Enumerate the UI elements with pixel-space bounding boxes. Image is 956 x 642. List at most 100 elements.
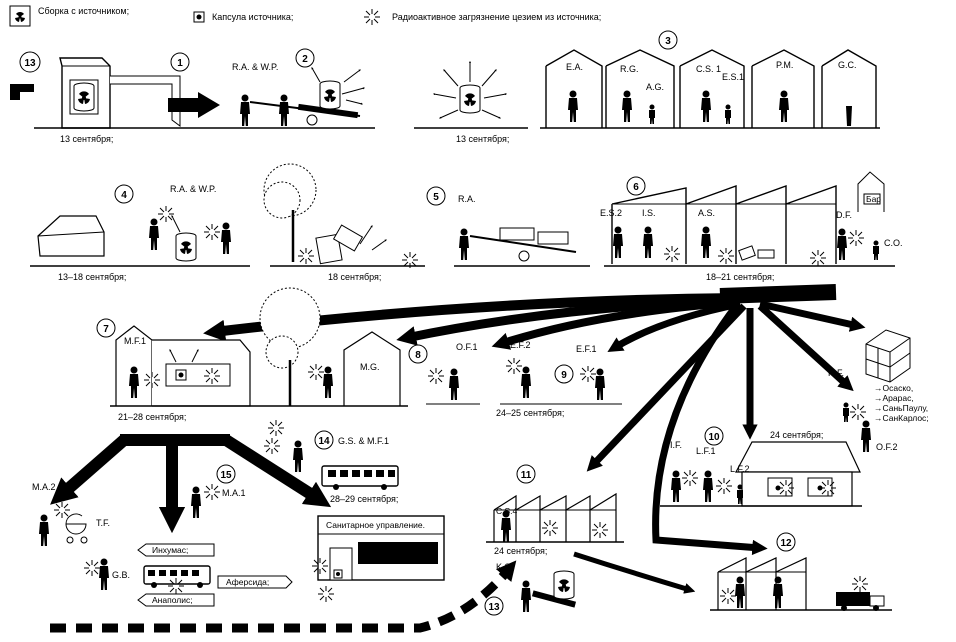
sign-text: Анаполис; [152, 595, 193, 605]
person-label: R.A. [458, 194, 476, 204]
scene-number: 14 [318, 436, 330, 447]
scene-8-9-people: 8 O.F.1 E.F.2 9 E.F.1 24–25 сентября; [408, 340, 622, 418]
scene-13-machine: 13 1 13 сентября; [10, 51, 230, 144]
scene-number: 11 [521, 470, 532, 481]
person-label: D.F. [836, 210, 852, 220]
date-label: 13–18 сентября; [58, 272, 126, 282]
scene-10-house: 10 24 сентября; I.F. L.F.1 L.F.2 [660, 426, 862, 507]
person-label: M.F.1 [124, 336, 146, 346]
person-label: R.G. [620, 64, 639, 74]
person-label: O.F.2 [876, 442, 898, 452]
person-label: I.F. [670, 440, 682, 450]
aferesida-sign: Аферсида; [217, 575, 293, 589]
sanitary-sign: Санитарное управление. [326, 520, 425, 530]
scene-3-houses: 3 E.A. R.G. A.G. C.S. 1 E.S.1 P.M. G.C. [540, 30, 880, 129]
person-label: O.F.1 [456, 342, 478, 352]
person-label: E.S.1 [722, 72, 744, 82]
scene-number: 3 [665, 36, 671, 47]
scene-12-junkyard: 12 [710, 532, 892, 611]
scene-sanitary: Санитарное управление. [311, 515, 445, 603]
scene-number: 13 [24, 58, 36, 69]
person-label: L.F.2 [730, 464, 750, 474]
person-label: A.G. [646, 82, 664, 92]
pram-icon [65, 513, 88, 544]
person-label: E.F.2 [510, 340, 531, 350]
person-label: M.A.1 [222, 488, 246, 498]
person-label: G.S. & M.F.1 [338, 436, 389, 446]
destination: →СанКарлос; [874, 413, 929, 423]
destination: →Арарас, [874, 393, 914, 403]
scene-hf-destinations: H.F. →Осаско, →Арарас, →СаньПаулу, →СанК… [828, 329, 929, 452]
bar-sign: Бар [866, 194, 881, 204]
person-label: R.A. & W.P. [232, 62, 278, 72]
person-label: I.S. [642, 208, 656, 218]
person-label: L.F.1 [696, 446, 716, 456]
scene-number: 2 [302, 54, 308, 65]
person-label: H.F. [828, 368, 844, 378]
bus-icon [143, 565, 211, 588]
date-label: 24 сентября; [494, 546, 547, 556]
legend-contamination: Радиоактивное загрязнение цезием из исто… [392, 12, 601, 22]
date-label: 13 сентября; [60, 134, 113, 144]
scene-6-junkyard: 6 E.S.2 I.S. A.S. D.F. Бар C.O. 18–21 се… [600, 171, 903, 282]
person-label: R.A. & W.P. [170, 184, 216, 194]
lower-left-arrows [50, 434, 332, 534]
person-label: G.B. [112, 570, 130, 580]
person-label: E.S.2 [600, 208, 622, 218]
source-drum-icon [319, 80, 341, 110]
date-label: 21–28 сентября; [118, 412, 186, 422]
date-label: 18 сентября; [328, 272, 381, 282]
sign-text: Инхумас; [152, 545, 188, 555]
person-label: C.O. [884, 238, 903, 248]
legend: Сборка с источником; Капсула источника; … [9, 5, 601, 27]
source-capsule-icon [193, 11, 205, 23]
contamination-burst-icon [363, 8, 381, 26]
sign-text: Аферсида; [226, 577, 269, 587]
truck-icon [836, 592, 885, 611]
scene-5-cart: 5 R.A. [426, 186, 590, 267]
person-label: P.M. [776, 60, 793, 70]
scene-number: 12 [780, 538, 792, 549]
person-label: T.F. [96, 518, 110, 528]
date-label: 13 сентября; [456, 134, 509, 144]
destination: →СаньПаулу, [874, 403, 928, 413]
person-label: C.S. 1 [696, 64, 721, 74]
scene-number: 10 [708, 432, 720, 443]
scene-7-house: 7 M.F.1 M.G. 21–28 сентября; [96, 287, 408, 422]
source-assembly-icon [9, 5, 31, 27]
person-label: G.C. [838, 60, 857, 70]
destination: →Осаско, [874, 383, 913, 393]
scene-number: 1 [177, 58, 183, 69]
scene-number: 15 [220, 470, 232, 481]
legend-source-assembly: Сборка с источником; [38, 6, 129, 16]
scene-number: 7 [103, 324, 109, 335]
dashed-route-arrow [50, 560, 517, 633]
scene-tree-scrap: 18 сентября; [263, 163, 425, 282]
bus-icon [321, 465, 399, 490]
scene-15-left: M.A.2 T.F. 15 M.A.1 G.B. Инхумас; [32, 464, 293, 607]
date-label: 28–29 сентября; [330, 494, 398, 504]
scene-2-cart: 2 R.A. & W.P. [230, 48, 375, 129]
scene-number: 6 [633, 182, 639, 193]
scene-number: 9 [561, 370, 567, 381]
scene-14: 14 G.S. & M.F.1 28–29 сентября; [263, 419, 399, 504]
corner-block-icon [10, 84, 34, 100]
scene-11-junkyard: 11 C.S.4 24 сентября; [486, 464, 696, 594]
scene-number: 4 [121, 190, 127, 201]
source-drum-icon [459, 84, 481, 114]
scene-drum-burst: 13 сентября; [414, 60, 528, 144]
date-label: 24–25 сентября; [496, 408, 564, 418]
person-label: M.G. [360, 362, 380, 372]
scene-number: 13 [488, 602, 500, 613]
anapolis-sign: Анаполис; [137, 593, 215, 607]
legend-source-capsule: Капсула источника; [212, 12, 293, 22]
date-label: 24 сентября; [770, 430, 823, 440]
source-drum-icon [73, 82, 95, 112]
person-label: M.A.2 [32, 482, 56, 492]
source-drum-icon [553, 570, 575, 600]
inhumas-sign: Инхумас; [137, 543, 215, 557]
person-label: E.F.1 [576, 344, 597, 354]
source-drum-icon [175, 232, 197, 262]
person-label: E.A. [566, 62, 583, 72]
